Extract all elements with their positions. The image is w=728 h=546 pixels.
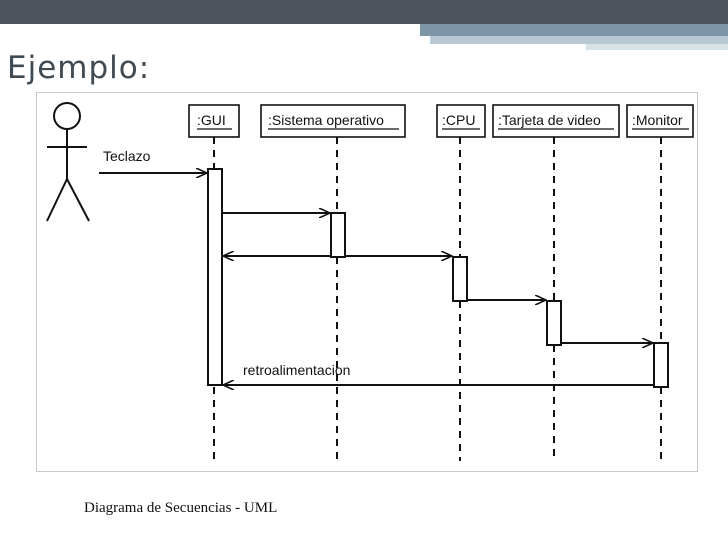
- diagram-caption: Diagrama de Secuencias - UML: [84, 500, 278, 516]
- activation-bar-tarjeta-de-video: [546, 300, 562, 346]
- activation-bar-cpu: [452, 256, 468, 302]
- message-label-teclazo: Teclazo: [103, 148, 151, 164]
- slide-title: Ejemplo:: [7, 50, 151, 86]
- activation-bar-sistema-operativo: [330, 212, 346, 258]
- sequence-diagram: :GUI :Sistema operativo :CPU :Tarjeta de…: [36, 92, 698, 472]
- object-box-tarjeta-de-video: [492, 104, 620, 138]
- object-label-tarjeta-de-video: :Tarjeta de video: [498, 112, 601, 128]
- object-label-monitor: :Monitor: [632, 112, 683, 128]
- object-label-sistema-operativo: :Sistema operativo: [268, 112, 384, 128]
- slide-header-bar: [0, 0, 728, 50]
- message-label-retroalimentacion: retroalimentacion: [243, 362, 350, 378]
- object-label-gui: :GUI: [197, 112, 226, 128]
- object-box-monitor: [626, 104, 694, 138]
- activation-bar-monitor: [653, 342, 669, 388]
- object-box-cpu: [436, 104, 486, 138]
- header-accent-band: [420, 24, 728, 36]
- header-accent-band: [586, 44, 728, 50]
- activation-bar-gui: [207, 168, 223, 386]
- object-box-sistema-operativo: [260, 104, 406, 138]
- object-label-cpu: :CPU: [442, 112, 475, 128]
- header-accent-band: [430, 36, 728, 44]
- object-box-gui: [188, 104, 240, 138]
- sequence-diagram-canvas: :GUI :Sistema operativo :CPU :Tarjeta de…: [46, 102, 694, 461]
- actor-figure: [46, 102, 90, 222]
